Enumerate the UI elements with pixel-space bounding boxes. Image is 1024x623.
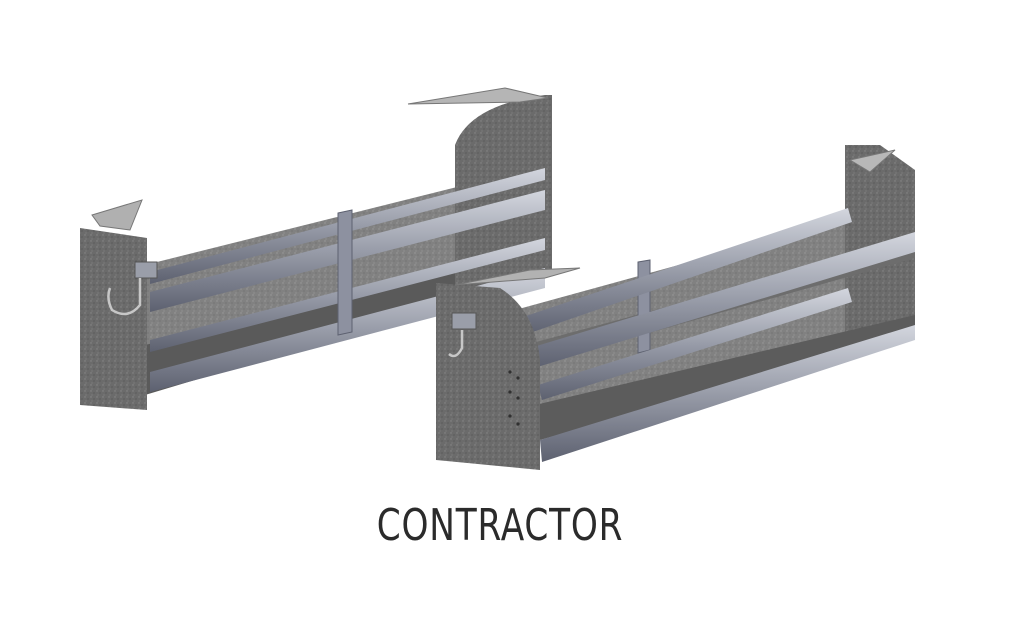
left-hook-bracket [134, 261, 158, 279]
right-bottom-rail [540, 325, 915, 462]
right-top-rail [520, 208, 852, 335]
right-third-rail [538, 288, 852, 400]
left-hook-wire [107, 278, 142, 316]
left-left-flap [91, 199, 143, 231]
left-right-flap [407, 87, 549, 105]
right-second-rail [530, 232, 915, 368]
right-front-end-panel [436, 283, 540, 470]
right-lower-shelf-floor [535, 315, 915, 440]
right-shelving-unit [436, 145, 915, 470]
product-caption: CONTRACTOR [376, 500, 624, 551]
left-right-end-panel [455, 95, 552, 290]
right-front-flap [454, 267, 581, 286]
right-hook-bracket [451, 312, 477, 330]
left-center-divider [337, 209, 353, 336]
right-hook-wire [448, 330, 464, 358]
left-left-end-panel [80, 228, 147, 410]
right-far-flap [848, 149, 896, 173]
left-shelving-unit [80, 87, 552, 410]
right-rivets [508, 370, 520, 426]
right-center-post [637, 259, 651, 354]
